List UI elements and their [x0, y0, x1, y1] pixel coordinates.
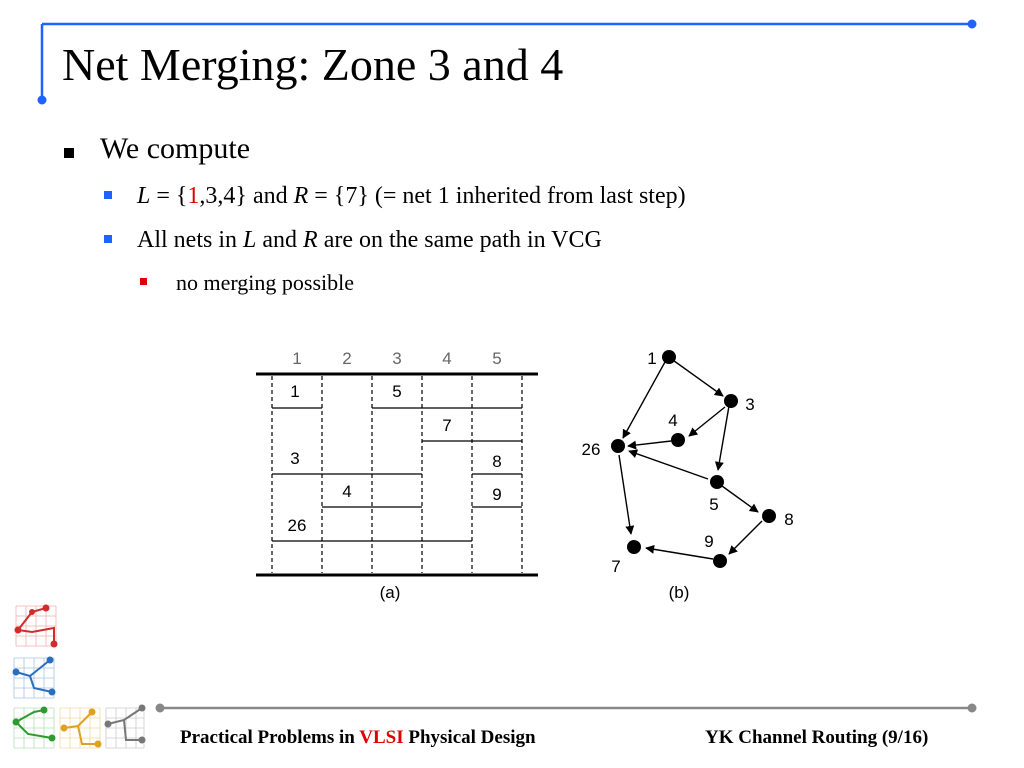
- sub-bullet-l-r-sets: L = {1,3,4} and R = {7} (= net 1 inherit…: [137, 183, 686, 209]
- vcg-edge-5-8: [721, 485, 759, 513]
- vcg-diagram: 1 3 4 26 5 8 9 7 (b): [582, 349, 794, 602]
- vcg-edge-3-5: [714, 405, 730, 471]
- vcg-node-label: 26: [582, 440, 601, 459]
- vcg-node-4: [671, 433, 685, 447]
- vcg-node-label: 8: [784, 510, 793, 529]
- footer-slide-number: YK Channel Routing (9/16): [705, 727, 929, 748]
- net-label: 26: [288, 516, 307, 535]
- net-label: 4: [342, 482, 351, 501]
- vcg-node-9: [713, 554, 727, 568]
- zone-label: 5: [492, 349, 501, 368]
- vcg-node-label: 5: [709, 495, 718, 514]
- vcg-edge-3-4: [688, 406, 726, 437]
- vcg-edge-1-26: [622, 361, 666, 439]
- diagram-caption: (a): [380, 583, 401, 602]
- vcg-node-7: [627, 540, 641, 554]
- vcg-edge-8-9: [728, 520, 763, 555]
- footer-course-title: Practical Problems in VLSI Physical Desi…: [180, 727, 536, 748]
- vcg-node-label: 1: [647, 349, 656, 368]
- zone-label: 2: [342, 349, 351, 368]
- vcg-edge-9-7: [645, 544, 714, 560]
- net-label: 8: [492, 452, 501, 471]
- vcg-edge-26-7: [618, 454, 635, 535]
- vcg-edge-1-3: [669, 357, 724, 397]
- vcg-node-5: [710, 475, 724, 489]
- bullet-we-compute: We compute: [100, 132, 251, 165]
- zone-label: 1: [292, 349, 301, 368]
- sub-sub-bullet-no-merging: no merging possible: [176, 270, 355, 295]
- sub-bullet-marker: [104, 235, 112, 243]
- net-label: 9: [492, 485, 501, 504]
- vcg-edge-5-26: [628, 449, 709, 480]
- net-label: 1: [290, 382, 299, 401]
- vcg-node-8: [762, 509, 776, 523]
- bullet-marker: [64, 148, 74, 158]
- vcg-node-label: 9: [704, 532, 713, 551]
- page-title: Net Merging: Zone 3 and 4: [62, 39, 564, 90]
- zone-label: 4: [442, 349, 451, 368]
- vcg-node-26: [611, 439, 625, 453]
- zone-label: 3: [392, 349, 401, 368]
- net-label: 3: [290, 449, 299, 468]
- highlighted-net-1: 1: [187, 183, 200, 209]
- routing-grid-icons: [12, 604, 146, 749]
- footer-rule: [155, 703, 977, 713]
- sub-bullet-same-path: All nets in L and R are on the same path…: [137, 227, 602, 253]
- vcg-node-3: [724, 394, 738, 408]
- title-frame: [37, 19, 977, 105]
- vcg-node-label: 3: [745, 395, 754, 414]
- sub-sub-bullet-marker: [140, 278, 147, 285]
- diagram-caption: (b): [669, 583, 690, 602]
- vcg-node-label: 7: [611, 557, 620, 576]
- vcg-node-1: [662, 350, 676, 364]
- zone-diagram: 1 2 3 4 5 1 5 7 3 8 4 9 26 (a): [256, 349, 538, 602]
- net-label: 7: [442, 416, 451, 435]
- sub-bullet-marker: [104, 191, 112, 199]
- net-label: 5: [392, 382, 401, 401]
- vcg-edge-4-26: [627, 440, 672, 450]
- vcg-node-label: 4: [668, 411, 677, 430]
